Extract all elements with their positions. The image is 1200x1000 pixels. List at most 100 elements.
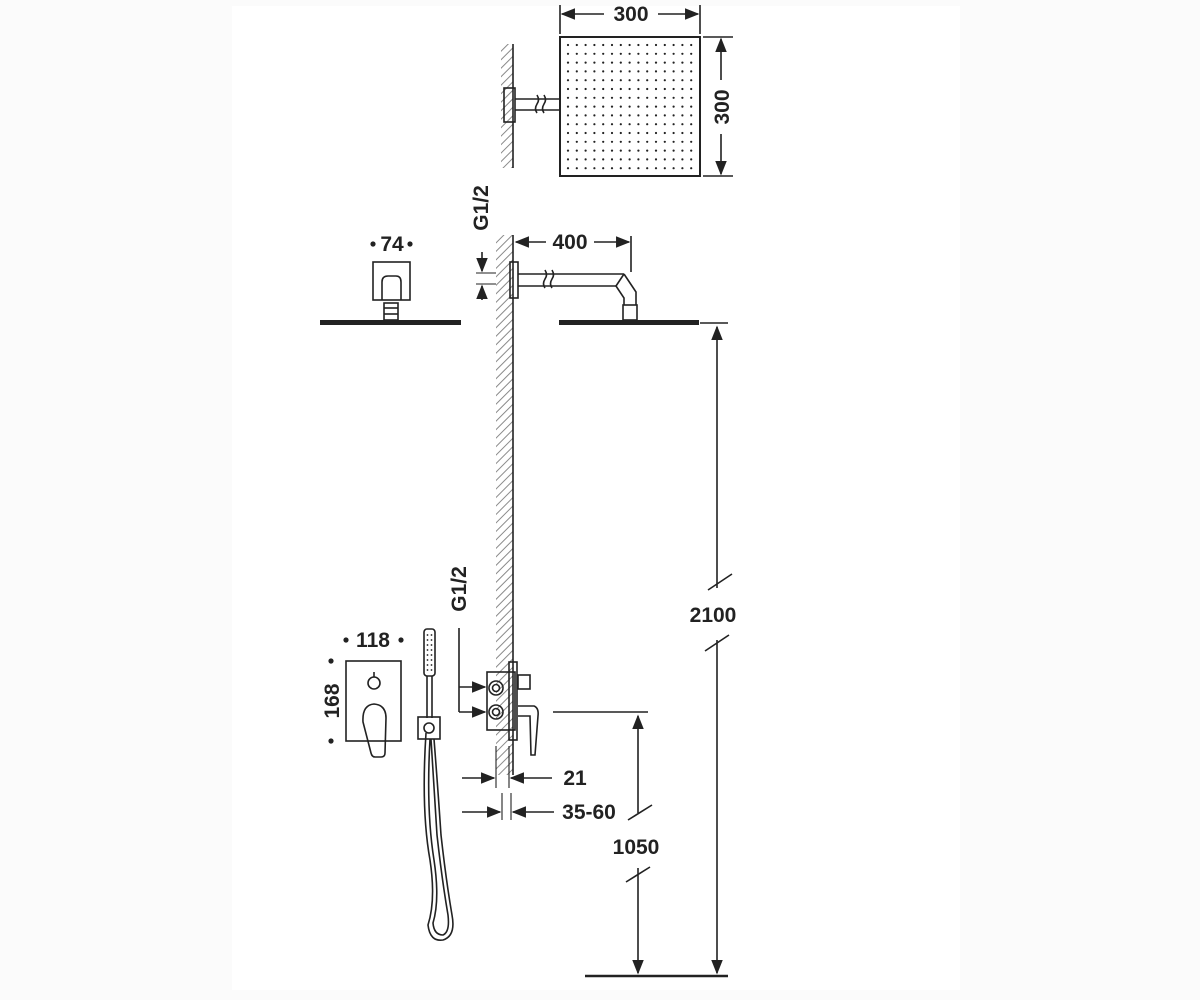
shower-nozzle	[566, 114, 570, 117]
dim-head-height-label: 300	[711, 89, 734, 124]
shower-nozzle	[602, 149, 605, 152]
dim-flange-dot-left	[370, 241, 376, 247]
shower-nozzle	[610, 79, 614, 82]
shower-nozzle	[628, 79, 631, 82]
hand-shower-nozzle	[430, 669, 433, 671]
shower-nozzle	[646, 149, 649, 152]
shower-nozzle	[690, 131, 693, 135]
shower-nozzle	[663, 61, 666, 64]
shower-nozzle	[663, 105, 666, 108]
shower-nozzle	[575, 140, 578, 143]
shower-nozzle	[602, 43, 605, 47]
dim-mixer-height-break-upper	[627, 804, 653, 821]
shower-nozzle	[566, 52, 570, 55]
shower-nozzle	[681, 149, 684, 152]
shower-nozzle	[663, 114, 666, 117]
shower-nozzle	[690, 96, 693, 99]
shower-nozzle	[575, 114, 578, 117]
shower-nozzle	[681, 87, 684, 91]
dim-offset-label: 21	[563, 767, 587, 790]
dim-total-height: 2100	[690, 322, 736, 975]
shower-nozzle	[610, 140, 614, 143]
shower-nozzle	[690, 105, 693, 108]
dim-mixer-height-break-lower	[625, 866, 651, 883]
shower-nozzle	[602, 96, 605, 99]
shower-nozzle	[672, 61, 675, 64]
shower-nozzle	[690, 114, 693, 117]
shower-nozzle	[637, 131, 640, 135]
shower-nozzle	[681, 43, 684, 47]
hand-shower-nozzle	[430, 649, 433, 651]
side-view-mixer: G1/2 21 35-60	[448, 566, 648, 824]
dim-mixer-height-dot-top	[328, 658, 334, 664]
shower-nozzle	[575, 61, 578, 64]
side-shower-head-plate	[559, 320, 699, 325]
hand-shower-nozzle	[426, 659, 429, 661]
shower-nozzle	[628, 114, 631, 117]
shower-nozzle	[637, 123, 640, 126]
shower-nozzle	[566, 105, 570, 108]
shower-nozzle	[628, 167, 631, 170]
shower-nozzle	[610, 70, 614, 73]
shower-nozzle	[593, 140, 596, 143]
shower-nozzle	[610, 167, 614, 170]
shower-nozzle	[646, 131, 649, 135]
shower-nozzle	[575, 96, 578, 99]
shower-nozzle	[602, 79, 605, 82]
shower-nozzle	[690, 52, 693, 55]
main-wall-hatch	[496, 235, 513, 775]
shower-nozzle	[566, 131, 570, 135]
shower-nozzle	[610, 123, 614, 126]
shower-nozzle	[610, 96, 614, 99]
top-view-shower-head: 300 300	[501, 3, 734, 177]
shower-nozzle	[690, 70, 693, 73]
shower-nozzle	[654, 43, 658, 47]
shower-nozzle	[672, 105, 675, 108]
shower-nozzle	[566, 140, 570, 143]
shower-nozzle	[593, 114, 596, 117]
shower-nozzle	[602, 114, 605, 117]
shower-nozzle	[610, 61, 614, 64]
shower-nozzle	[690, 149, 693, 152]
shower-nozzle	[584, 123, 587, 126]
shower-nozzle	[690, 158, 693, 161]
shower-nozzle	[619, 61, 622, 64]
shower-nozzle	[575, 131, 578, 135]
shower-nozzle	[681, 70, 684, 73]
shower-nozzle	[672, 114, 675, 117]
shower-nozzle	[637, 140, 640, 143]
shower-nozzle	[610, 87, 614, 91]
shower-nozzle	[602, 131, 605, 135]
shower-nozzle	[619, 140, 622, 143]
shower-nozzle	[575, 70, 578, 73]
shower-nozzle	[663, 131, 666, 135]
hand-shower-nozzle	[430, 634, 433, 636]
shower-nozzle	[681, 131, 684, 135]
hand-shower-nozzle	[430, 659, 433, 661]
hand-shower-nozzle	[426, 664, 429, 666]
shower-nozzle	[672, 140, 675, 143]
shower-nozzle	[672, 52, 675, 55]
shower-nozzle	[584, 167, 587, 170]
shower-nozzle	[628, 96, 631, 99]
shower-nozzle	[654, 149, 658, 152]
shower-nozzle	[663, 158, 666, 161]
hand-shower-nozzle	[430, 664, 433, 666]
shower-nozzle	[663, 123, 666, 126]
shower-nozzle	[646, 79, 649, 82]
shower-nozzle	[654, 131, 658, 135]
shower-nozzle	[566, 167, 570, 170]
dim-mixer-height-dot-bottom	[328, 738, 334, 744]
shower-nozzle	[637, 43, 640, 47]
shower-nozzle	[584, 140, 587, 143]
dim-mixer-width-dot-left	[343, 637, 349, 643]
shower-nozzle	[637, 79, 640, 82]
shower-nozzle	[619, 158, 622, 161]
shower-nozzle	[637, 96, 640, 99]
shower-nozzle	[637, 87, 640, 91]
side-arm-wall-flange	[509, 261, 519, 299]
shower-nozzle	[584, 87, 587, 91]
shower-nozzle	[593, 87, 596, 91]
shower-nozzle	[566, 158, 570, 161]
top-wall-hatch	[501, 44, 513, 168]
